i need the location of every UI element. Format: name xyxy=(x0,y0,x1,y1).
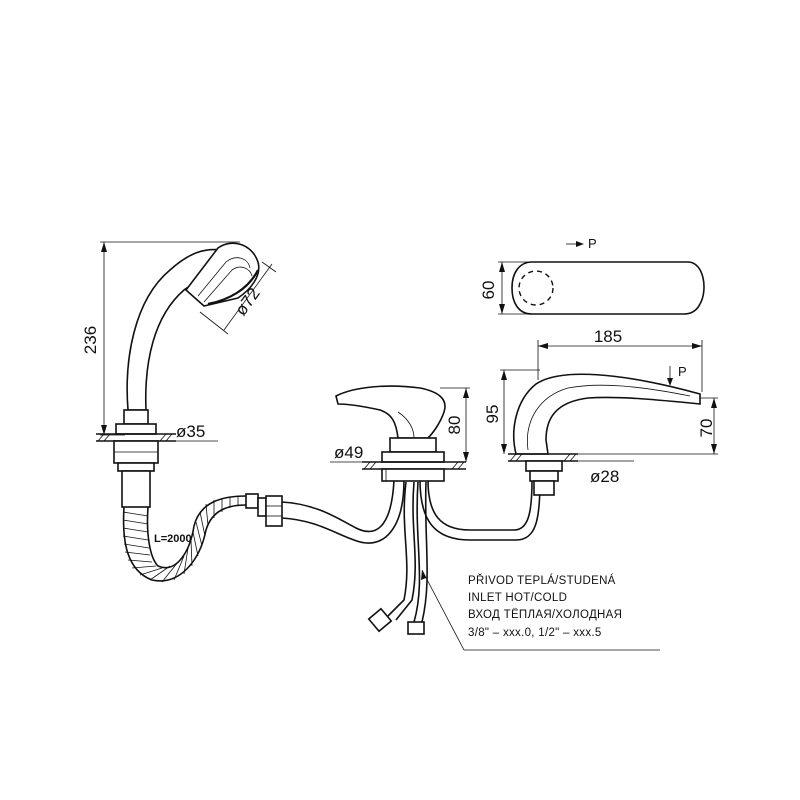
head-detail-1 xyxy=(197,257,251,297)
deck-hatch-3 xyxy=(509,453,577,462)
spout-side-view: 185 95 70 P ø28 xyxy=(483,327,718,496)
inlet-note: PŘIVOD TEPLÁ/STUDENÁ INLET HOT/COLD ВХОД… xyxy=(468,574,622,639)
head-detail-2 xyxy=(203,266,253,303)
lever-nut xyxy=(381,468,445,482)
note-arrow xyxy=(421,570,426,580)
dim-label-80: 80 xyxy=(445,416,464,435)
inlet-note-ru: ВХОД ТЁПЛАЯ/ХОЛОДНАЯ xyxy=(468,609,622,621)
spout-nut-1 xyxy=(525,460,563,472)
dim-label-28: ø28 xyxy=(590,467,619,486)
spout-nut-2 xyxy=(529,470,559,482)
lever-mixer: ø49 80 xyxy=(330,385,470,482)
spout-top-view: 60 P xyxy=(479,236,705,315)
arrow-185-left xyxy=(538,343,548,349)
arrow-70-top xyxy=(711,398,717,408)
hand-shower: 236 ø72 ø35 xyxy=(81,241,277,508)
dim-label-49: ø49 xyxy=(334,443,363,462)
arrow-80-top xyxy=(463,388,469,398)
hose-connector xyxy=(121,470,151,508)
deck-hatch-1 xyxy=(97,433,173,442)
view-marker-top: P xyxy=(588,236,597,251)
pipe-right-a xyxy=(419,479,541,541)
inlet-hose-2a xyxy=(413,481,421,623)
inlet-hose-1b xyxy=(395,481,416,621)
arrow-236-bottom xyxy=(101,425,107,435)
inlet-hose-2b xyxy=(421,481,428,623)
base-collar xyxy=(123,409,149,425)
arrow-185-right xyxy=(692,343,702,349)
deck-hatch-2 xyxy=(363,461,465,470)
spout-top-outline xyxy=(511,261,705,315)
arrow-95-bottom xyxy=(501,444,507,454)
coupling-nut-1 xyxy=(245,493,259,509)
hose-outer xyxy=(122,504,247,582)
inlet-nut-1 xyxy=(367,607,393,633)
dim-label-236: 236 xyxy=(81,326,100,354)
dim-label-35: ø35 xyxy=(176,422,205,441)
pipe-left-b xyxy=(281,479,405,544)
lever-detail xyxy=(397,411,415,439)
base-nut-1 xyxy=(115,423,157,435)
coupling-nut-2 xyxy=(265,495,283,527)
dim-ext-72-a xyxy=(199,311,229,335)
inlet-note-cz: PŘIVOD TEPLÁ/STUDENÁ xyxy=(468,574,616,587)
dim-label-70: 70 xyxy=(697,419,716,438)
spout-inner-line xyxy=(526,384,691,451)
arrow-80-bottom xyxy=(463,452,469,462)
hose-length-label: L=2000 xyxy=(154,533,192,545)
lever-collar xyxy=(381,451,445,463)
base-nut-3 xyxy=(117,462,155,472)
inlet-note-sizes: 3/8" – xxx.0, 1/2" – xxx.5 xyxy=(468,627,602,639)
p-arrow-head-top xyxy=(576,241,584,247)
coupling-sleeve xyxy=(257,497,267,517)
connecting-pipes xyxy=(281,479,660,651)
view-marker-side: P xyxy=(678,364,687,379)
p-arrow-head-side xyxy=(667,378,673,386)
spout-shank xyxy=(533,480,555,496)
inlet-note-en: INLET HOT/COLD xyxy=(468,592,567,604)
lever-body xyxy=(389,437,437,453)
pipe-left-a xyxy=(281,479,395,533)
inlet-hose-1a xyxy=(387,481,408,617)
spout-base-hidden-circle xyxy=(518,270,554,306)
arrow-60-top xyxy=(499,262,505,272)
dim-line-72 xyxy=(223,263,273,331)
dim-label-185: 185 xyxy=(594,327,622,346)
dim-label-60: 60 xyxy=(479,281,498,300)
inlet-nut-2 xyxy=(407,621,425,635)
hose-coils xyxy=(122,496,239,583)
shower-hose: L=2000 xyxy=(122,493,283,583)
dim-label-95: 95 xyxy=(483,405,502,424)
note-leader xyxy=(421,569,465,651)
arrow-60-bottom xyxy=(499,304,505,314)
arrow-70-bottom xyxy=(711,444,717,454)
spout-side-outline xyxy=(513,373,701,455)
lever-handle xyxy=(335,385,446,439)
pipe-right-b xyxy=(427,479,533,531)
arrow-95-top xyxy=(501,370,507,380)
arrow-236-top xyxy=(101,242,107,252)
head-face xyxy=(207,269,259,306)
dim-ext-72-b xyxy=(261,261,277,273)
